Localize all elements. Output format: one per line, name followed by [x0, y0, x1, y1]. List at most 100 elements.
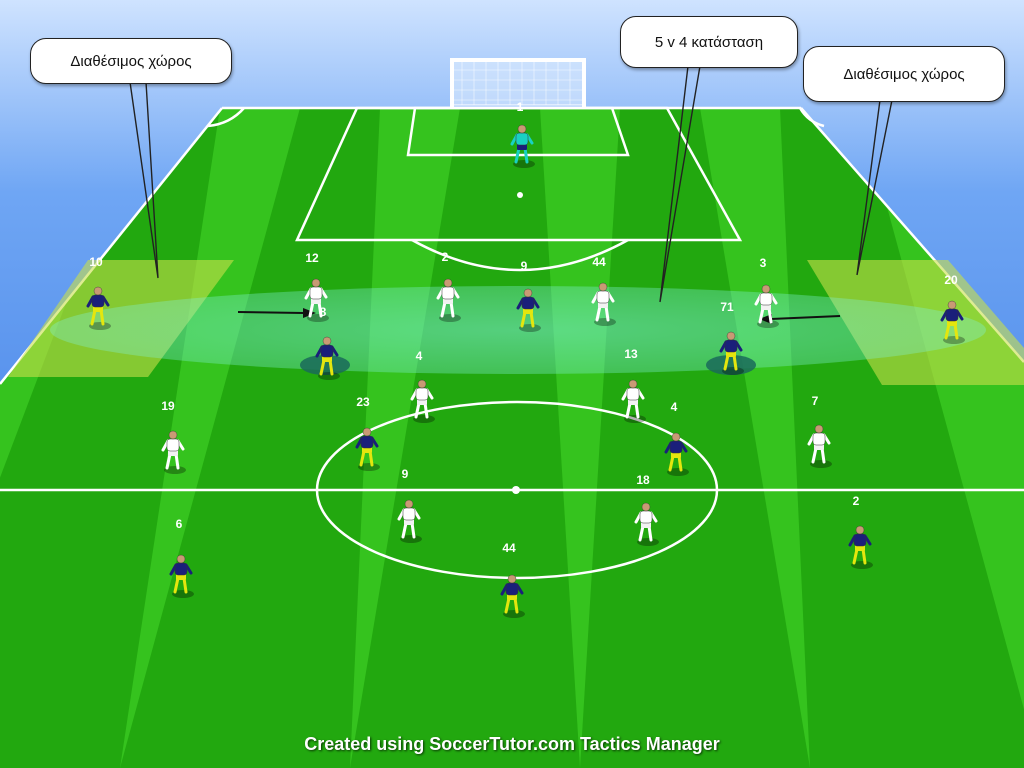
footer-credit: Created using SoccerTutor.com Tactics Ma… — [304, 734, 720, 754]
player-figure — [848, 525, 872, 565]
player-blue-6: 6 — [169, 517, 194, 598]
callout-available-space-right: Διαθέσιμος χώρος — [803, 46, 1005, 102]
player-number: 44 — [592, 255, 606, 269]
player-figure — [161, 430, 185, 470]
overload-zone — [50, 286, 986, 374]
player-figure — [510, 124, 534, 164]
player-figure — [664, 432, 688, 472]
player-blue-4: 4 — [664, 400, 689, 476]
player-shadow — [757, 320, 779, 328]
player-figure — [754, 284, 778, 324]
player-number: 12 — [305, 251, 319, 265]
player-shadow — [413, 415, 435, 423]
player-figure — [169, 554, 193, 594]
player-figure — [591, 282, 615, 322]
player-shadow — [164, 466, 186, 474]
player-shadow — [637, 538, 659, 546]
player-white-9: 9 — [397, 467, 422, 543]
center-circle — [315, 400, 719, 580]
player-white-13: 13 — [621, 347, 646, 423]
player-figure — [719, 331, 743, 371]
center-spot — [512, 486, 520, 494]
player-figure — [436, 278, 460, 318]
corner-arc-right — [798, 107, 825, 128]
player-number: 71 — [720, 300, 734, 314]
arrow-right — [770, 315, 841, 320]
player-shadow — [667, 468, 689, 476]
player-shadow — [513, 160, 535, 168]
player-number: 2 — [442, 250, 449, 264]
arrow-left — [237, 311, 305, 314]
six-yard-box — [406, 106, 630, 157]
callout-text: Διαθέσιμος χώρος — [70, 52, 192, 70]
player-number: 4 — [671, 400, 678, 414]
player-number: 10 — [89, 255, 103, 269]
callout-text: 5 v 4 κατάσταση — [654, 33, 764, 51]
player-shadow — [624, 415, 646, 423]
player-figure — [397, 499, 421, 539]
player-figure — [634, 502, 658, 542]
player-white-4: 4 — [410, 349, 435, 423]
corner-arc-left — [207, 107, 245, 128]
player-shadow — [358, 463, 380, 471]
player-shadow — [318, 372, 340, 380]
player-white-12: 12 — [304, 251, 329, 322]
player-shadow — [851, 561, 873, 569]
callout-text: Διαθέσιμος χώρος — [843, 65, 965, 83]
player-number: 23 — [356, 395, 370, 409]
player-number: 6 — [176, 517, 183, 531]
player-white-3: 3 — [754, 256, 779, 328]
player-blue-9: 9 — [516, 259, 541, 332]
player-number: 44 — [502, 541, 516, 555]
player-blue-71: 71 — [719, 300, 744, 375]
player-number: 19 — [161, 399, 175, 413]
player-figure — [86, 286, 110, 326]
player-figure — [315, 336, 339, 376]
penalty-arc — [411, 238, 629, 272]
player-number: 7 — [812, 394, 819, 408]
player-shadow — [722, 367, 744, 375]
player-blue-23: 23 — [355, 395, 380, 471]
player-figure — [807, 424, 831, 464]
player-shadow — [439, 314, 461, 322]
player-white-7: 7 — [807, 394, 832, 468]
player-figure — [500, 574, 524, 614]
player-figure — [940, 300, 964, 340]
player-number: 2 — [853, 494, 860, 508]
player-shadow — [307, 314, 329, 322]
goalkeeper-1: 1 — [510, 100, 535, 168]
player-blue-8: 8 — [315, 305, 340, 380]
player-shadow — [519, 324, 541, 332]
player-figure — [410, 379, 434, 419]
callout-pointers — [129, 65, 893, 303]
player-highlight — [300, 355, 350, 375]
player-number: 3 — [760, 256, 767, 270]
players-layer: 1 12 2 44 3 4 13 19 7 9 18 10 9 20 8 71 23 4 6 44 2 — [86, 100, 965, 618]
player-figure — [516, 288, 540, 328]
player-white-2: 2 — [436, 250, 461, 322]
player-shadow — [172, 590, 194, 598]
player-white-18: 18 — [634, 473, 659, 546]
player-shadow — [943, 336, 965, 344]
player-shadow — [810, 460, 832, 468]
player-number: 9 — [521, 259, 528, 273]
player-number: 4 — [416, 349, 423, 363]
player-shadow — [594, 318, 616, 326]
penalty-spot — [517, 192, 523, 198]
player-number: 9 — [402, 467, 409, 481]
player-blue-20: 20 — [940, 273, 965, 344]
player-blue-44: 44 — [500, 541, 525, 618]
player-number: 8 — [320, 305, 327, 319]
player-figure — [621, 379, 645, 419]
player-figure — [304, 278, 328, 318]
player-blue-10: 10 — [86, 255, 111, 330]
callout-5v4-situation: 5 v 4 κατάσταση — [620, 16, 798, 68]
player-number: 1 — [517, 100, 524, 114]
player-highlight — [706, 355, 756, 375]
player-shadow — [89, 322, 111, 330]
player-number: 13 — [624, 347, 638, 361]
player-blue-2: 2 — [848, 494, 873, 569]
goal — [450, 58, 586, 108]
player-white-19: 19 — [161, 399, 186, 474]
